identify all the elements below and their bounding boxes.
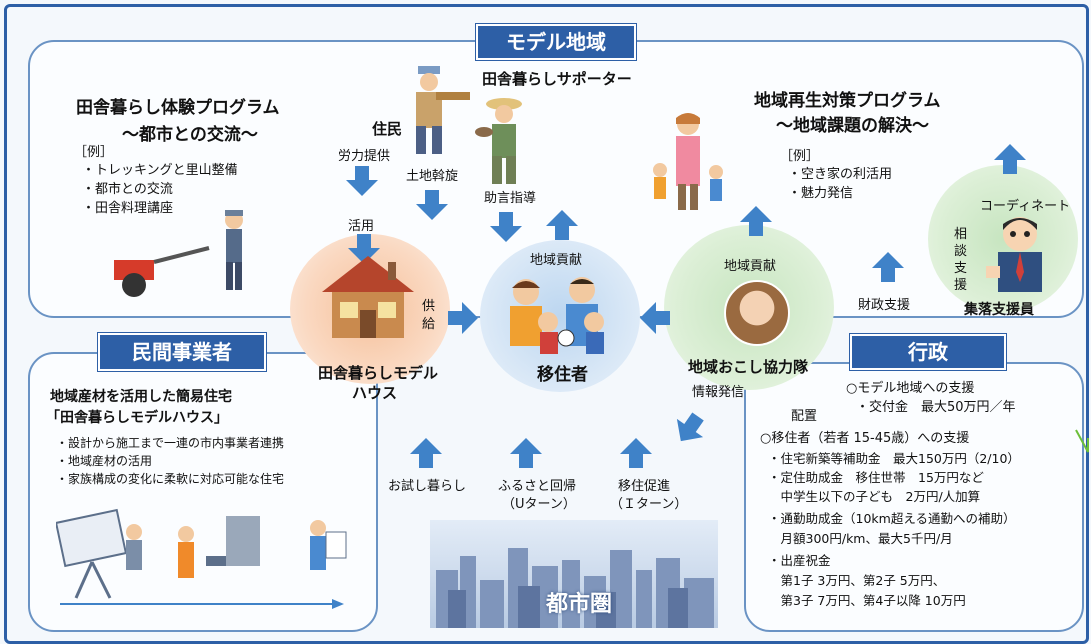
admin-line: 第3子 7万円、第4子以降 10万円 xyxy=(768,593,966,608)
supporter-farmer-icon xyxy=(475,98,522,184)
program-right-item: ・魅力発信 xyxy=(788,186,854,201)
program-left-title1: 田舎暮らし体験プログラム xyxy=(76,98,280,118)
arrow-down-land xyxy=(416,190,448,220)
contribution-right-label: 地域貢献 xyxy=(724,259,777,274)
model-house-label-2: ハウス xyxy=(352,384,398,402)
private-item: ・設計から施工まで一連の市内事業者連携 xyxy=(56,436,285,450)
green-pointer-icon xyxy=(1075,429,1089,453)
arrow-up-contribution-right xyxy=(740,206,772,236)
arrow-right-supply xyxy=(448,302,478,334)
advice-label: 助言指導 xyxy=(484,191,537,206)
city-image xyxy=(430,520,718,628)
admin-header: 行政 xyxy=(850,334,1006,370)
program-right-example-label: ［例］ xyxy=(780,149,820,164)
arrow-up-finance xyxy=(872,252,904,282)
labor-label: 労力提供 xyxy=(338,149,391,164)
arrow-up-trial xyxy=(410,438,442,468)
city-skyline-icon xyxy=(436,548,714,628)
arrow-up-i-turn xyxy=(620,438,652,468)
supporter-label: 田舎暮らしサポーター xyxy=(482,70,632,88)
i-turn-label-2: （Ｉターン） xyxy=(610,497,688,512)
i-turn-label-1: 移住促進 xyxy=(618,479,671,494)
admin-line: 第1子 3万円、第2子 5万円、 xyxy=(768,573,946,588)
admin-line: 中学生以下の子ども 2万円/人加算 xyxy=(768,489,981,504)
arrow-down-info xyxy=(667,407,712,451)
private-box xyxy=(28,352,378,632)
admin-line: 月額300円/km、最大5千円/月 xyxy=(768,531,953,546)
arrow-up-coordinate xyxy=(994,144,1026,174)
admin-line: ○移住者（若者 15-45歳）への支援 xyxy=(760,431,970,446)
arrow-left-team xyxy=(640,302,670,334)
tiller-farmer-icon xyxy=(114,210,243,297)
cooperation-member-photo xyxy=(724,280,790,346)
admin-line: ・通勤助成金（10km超える通勤への補助） xyxy=(768,511,1016,526)
contribution-center-label: 地域貢献 xyxy=(530,253,583,268)
program-right-title1: 地域再生対策プログラム xyxy=(754,91,941,111)
coordinate-label: コーディネート xyxy=(980,199,1071,214)
program-right-title2: ～地域課題の解決～ xyxy=(776,116,929,136)
admin-line: ・交付金 最大50万円／年 xyxy=(856,400,1016,415)
migrants-circle xyxy=(480,240,640,392)
utilize-label: 活用 xyxy=(348,219,375,234)
program-left-item: ・都市との交流 xyxy=(82,182,173,197)
consult-label-1: 相 xyxy=(954,227,968,242)
supply-label-2: 給 xyxy=(422,317,436,332)
consult-label-3: 支 xyxy=(954,261,968,276)
admin-line: ・定住助成金 移住世帯 15万円など xyxy=(768,470,984,485)
residents-label: 住民 xyxy=(372,120,403,138)
private-heading-1: 地域産材を活用した簡易住宅 xyxy=(50,389,232,405)
support-staff-icon xyxy=(986,217,1042,292)
admin-box xyxy=(744,362,1084,632)
program-left-item: ・田舎料理講座 xyxy=(82,201,174,216)
cooperation-team-label: 地域おこし協力隊 xyxy=(688,358,809,376)
model-house-icon xyxy=(322,256,414,338)
placement-label: 配置 xyxy=(791,409,818,424)
program-left-title2: ～都市との交流～ xyxy=(122,125,258,145)
trial-label: お試し暮らし xyxy=(388,479,467,494)
arrow-up-contribution-center xyxy=(546,210,578,240)
resident-carpenter-icon xyxy=(416,66,470,154)
private-header: 民間事業者 xyxy=(98,333,266,371)
finance-label: 財政支援 xyxy=(858,298,911,313)
consult-label-2: 談 xyxy=(954,244,968,259)
city-label: 都市圏 xyxy=(546,592,613,617)
u-turn-label-2: （Uターン） xyxy=(502,497,576,512)
arrow-down-advice xyxy=(490,212,522,242)
migrant-family-icon xyxy=(510,277,604,354)
program-left-example-label: ［例］ xyxy=(74,145,114,160)
model-region-header: モデル地域 xyxy=(476,24,636,60)
migrants-label: 移住者 xyxy=(537,365,588,385)
staff-label: 集落支援員 xyxy=(964,302,1034,318)
program-left-item: ・トレッキングと里山整備 xyxy=(82,163,238,178)
info-label: 情報発信 xyxy=(692,385,745,400)
admin-line: ○モデル地域への支援 xyxy=(846,381,975,396)
supply-label-1: 供 xyxy=(422,299,436,314)
u-turn-label-1: ふるさと回帰 xyxy=(498,479,577,494)
private-item: ・地域産材の活用 xyxy=(56,454,153,468)
family-icon xyxy=(653,113,723,210)
land-label: 土地斡旋 xyxy=(406,169,459,184)
private-item: ・家族構成の変化に柔軟に対応可能な住宅 xyxy=(56,472,285,486)
arrow-down-labor xyxy=(346,166,378,196)
program-right-item: ・空き家の利活用 xyxy=(788,167,893,182)
consult-label-4: 援 xyxy=(954,278,968,293)
admin-line: ・出産祝金 xyxy=(768,553,831,568)
arrow-up-u-turn xyxy=(510,438,542,468)
workers-illustration xyxy=(56,508,347,609)
private-heading-2: 「田舎暮らしモデルハウス」 xyxy=(46,410,228,426)
model-house-label-1: 田舎暮らしモデル xyxy=(318,364,439,382)
admin-line: ・住宅新築等補助金 最大150万円（2/10） xyxy=(768,451,1020,466)
